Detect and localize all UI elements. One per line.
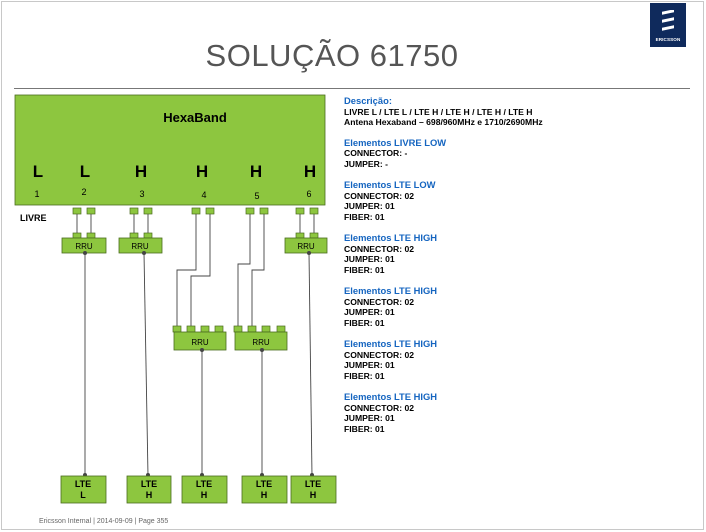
port-6-band: H bbox=[304, 162, 316, 181]
lte-box-3-line1: LTE bbox=[196, 479, 212, 489]
port-5-band: H bbox=[250, 162, 262, 181]
description-line-2: Antena Hexaband – 698/960MHz e 1710/2690… bbox=[344, 117, 543, 127]
ericsson-logo: ERICSSON bbox=[650, 3, 686, 47]
lte-box-2-line1: LTE bbox=[141, 479, 157, 489]
rru-2: RRU bbox=[118, 232, 163, 254]
description-panel: Descrição: LIVRE L / LTE L / LTE H / LTE… bbox=[344, 95, 543, 445]
rru-5-label: RRU bbox=[297, 242, 315, 251]
section-title: Elementos LTE HIGH bbox=[344, 285, 438, 296]
port-2-band: L bbox=[80, 162, 90, 181]
lte-box-5-line2: H bbox=[310, 490, 317, 500]
rru-1-label: RRU bbox=[75, 242, 93, 251]
section-line: JUMPER: - bbox=[344, 158, 388, 169]
section-line: JUMPER: 01 bbox=[344, 201, 395, 211]
section-lte-low: Elementos LTE LOW CONNECTOR: 02 JUMPER: … bbox=[344, 179, 543, 222]
lte-box-1-line1: LTE bbox=[75, 479, 91, 489]
section-line: JUMPER: 01 bbox=[344, 360, 395, 370]
port-6-number: 6 bbox=[306, 189, 311, 199]
section-line: CONNECTOR: 02 bbox=[344, 349, 415, 360]
section-line: FIBER: 01 bbox=[344, 211, 385, 222]
section-livre-low: Elementos LIVRE LOW CONNECTOR: - JUMPER:… bbox=[344, 136, 543, 170]
section-line: JUMPER: 01 bbox=[344, 413, 395, 423]
lte-box-3: LTE H bbox=[181, 475, 228, 504]
jumper-lines bbox=[76, 213, 315, 477]
section-title: Elementos LTE HIGH bbox=[344, 338, 438, 349]
section-lte-high-4: Elementos LTE HIGH CONNECTOR: 02 JUMPER:… bbox=[344, 391, 543, 434]
rru-3-label: RRU bbox=[191, 338, 209, 347]
port-4-number: 4 bbox=[201, 190, 206, 200]
section-line: CONNECTOR: - bbox=[344, 148, 408, 158]
section-lte-high-1: Elementos LTE HIGH CONNECTOR: 02 JUMPER:… bbox=[344, 232, 543, 275]
section-line: CONNECTOR: 02 bbox=[344, 190, 415, 201]
description-line-1: LIVRE L / LTE L / LTE H / LTE H / LTE H … bbox=[344, 106, 533, 117]
title-divider bbox=[14, 88, 690, 89]
section-line: FIBER: 01 bbox=[344, 317, 385, 328]
description-block: Descrição: LIVRE L / LTE L / LTE H / LTE… bbox=[344, 95, 543, 128]
hexaband-antenna bbox=[14, 94, 326, 206]
lte-box-2-line2: H bbox=[146, 490, 153, 500]
port-2-number: 2 bbox=[81, 187, 86, 197]
lte-box-2: LTE H bbox=[126, 475, 172, 504]
rru-2-label: RRU bbox=[131, 242, 149, 251]
antenna-connectors bbox=[72, 207, 319, 215]
antenna-label: HexaBand bbox=[163, 110, 227, 125]
lte-box-3-line2: H bbox=[201, 490, 208, 500]
section-line: FIBER: 01 bbox=[344, 370, 385, 381]
description-heading: Descrição: bbox=[344, 95, 392, 106]
antenna-diagram: HexaBand L L H H H H 1 2 3 4 5 6 LIVRE bbox=[14, 94, 337, 504]
section-title: Elementos LTE HIGH bbox=[344, 232, 438, 243]
ericsson-bars-icon bbox=[662, 10, 674, 31]
port-3-band: H bbox=[135, 162, 147, 181]
section-title: Elementos LTE HIGH bbox=[344, 391, 438, 402]
section-line: JUMPER: 01 bbox=[344, 307, 395, 317]
page-title: SOLUÇÃO 61750 bbox=[205, 38, 459, 73]
section-line: CONNECTOR: 02 bbox=[344, 402, 415, 413]
port-5-number: 5 bbox=[254, 191, 259, 201]
section-line: CONNECTOR: 02 bbox=[344, 243, 415, 254]
section-line: JUMPER: 01 bbox=[344, 254, 395, 264]
port-1-band: L bbox=[33, 162, 43, 181]
section-line: FIBER: 01 bbox=[344, 423, 385, 434]
lte-box-5: LTE H bbox=[290, 475, 337, 504]
rru-3: RRU bbox=[172, 325, 227, 351]
section-title: Elementos LIVRE LOW bbox=[344, 136, 447, 148]
fiber-endpoints bbox=[83, 251, 314, 477]
lte-box-1: LTE L bbox=[60, 475, 107, 504]
rru-5: RRU bbox=[284, 232, 328, 254]
logo-text: ERICSSON bbox=[655, 37, 681, 42]
livre-label: LIVRE bbox=[20, 213, 47, 223]
lte-box-4-line1: LTE bbox=[256, 479, 272, 489]
lte-box-4: LTE H bbox=[241, 475, 288, 504]
rru-1: RRU bbox=[61, 232, 107, 254]
section-line: CONNECTOR: 02 bbox=[344, 296, 415, 307]
section-line: FIBER: 01 bbox=[344, 264, 385, 275]
port-3-number: 3 bbox=[139, 189, 144, 199]
lte-box-5-line1: LTE bbox=[305, 479, 321, 489]
section-lte-high-2: Elementos LTE HIGH CONNECTOR: 02 JUMPER:… bbox=[344, 285, 543, 328]
lte-box-1-line2: L bbox=[80, 490, 86, 500]
port-1-number: 1 bbox=[34, 189, 39, 199]
lte-box-4-line2: H bbox=[261, 490, 268, 500]
slide-footer: Ericsson Internal | 2014-09-09 | Page 35… bbox=[39, 518, 169, 525]
port-4-band: H bbox=[196, 162, 208, 181]
rru-4: RRU bbox=[233, 325, 288, 351]
rru-4-label: RRU bbox=[252, 338, 270, 347]
section-lte-high-3: Elementos LTE HIGH CONNECTOR: 02 JUMPER:… bbox=[344, 338, 543, 381]
section-title: Elementos LTE LOW bbox=[344, 179, 436, 190]
